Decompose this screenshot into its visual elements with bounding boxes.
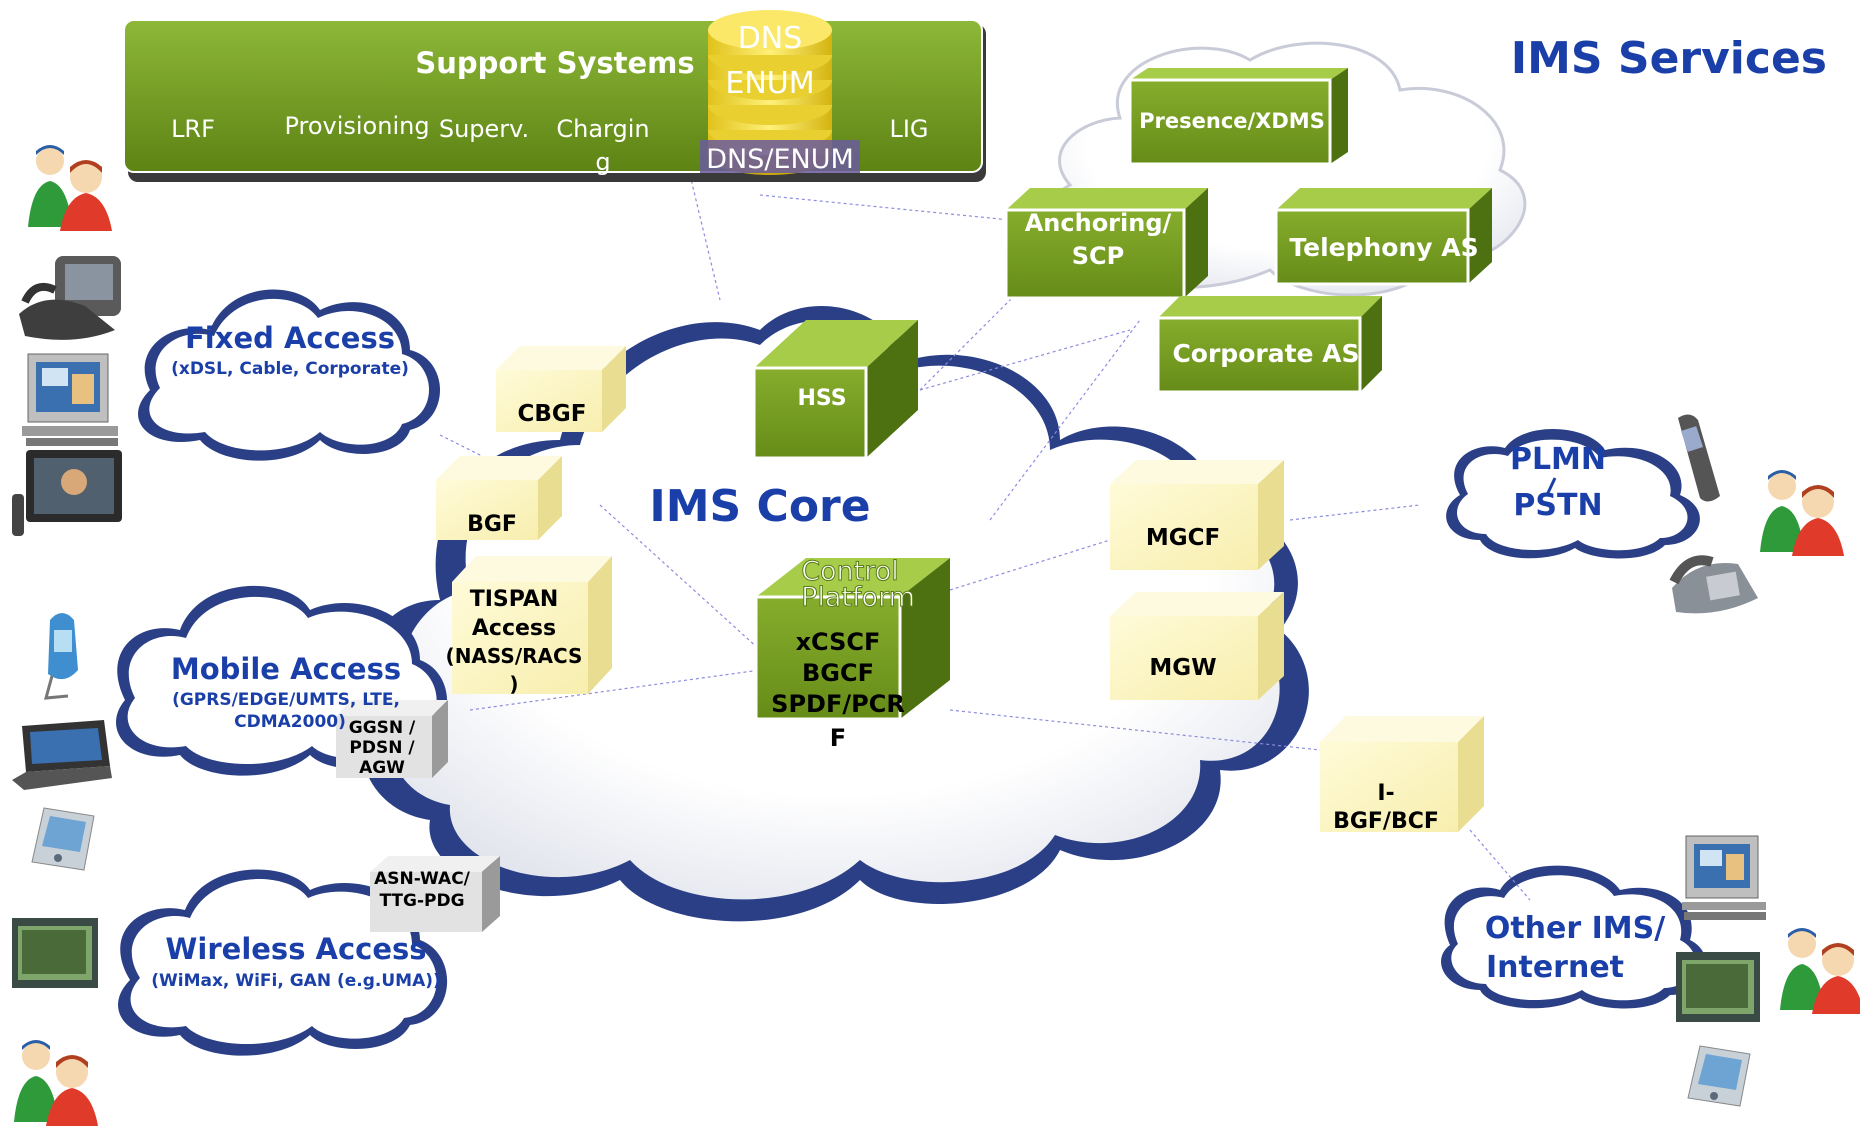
tispan-label-3: (NASS/RACS xyxy=(446,644,583,668)
tv-icon xyxy=(12,450,122,536)
link-hss-corporate xyxy=(919,329,1131,391)
tablet-icon-right xyxy=(1676,952,1760,1022)
tispan-box: TISPAN Access (NASS/RACS ) xyxy=(446,556,612,696)
support-item-lrf: LRF xyxy=(171,115,215,143)
pda-icon xyxy=(31,807,95,871)
other-ims-label-1: Other IMS/ xyxy=(1485,911,1665,946)
link-support-services xyxy=(759,194,1011,221)
ims-services-title: IMS Services xyxy=(1511,33,1827,84)
tispan-label-1: TISPAN xyxy=(470,587,559,612)
mgcf-label: MGCF xyxy=(1146,525,1220,551)
link-control-ibgf xyxy=(949,709,1321,751)
control-top-label-1: Control xyxy=(801,556,899,587)
fixed-access-title: Fixed Access xyxy=(185,321,395,355)
ggsn-label-1: GGSN / xyxy=(349,718,416,738)
ggsn-label-3: AGW xyxy=(359,758,405,778)
fixed-access-subtitle: (xDSL, Cable, Corporate) xyxy=(171,359,409,379)
users-icon-right xyxy=(1760,470,1844,556)
ibgf-label-2: BGF/BCF xyxy=(1333,809,1439,834)
laptop-icon xyxy=(12,720,112,790)
mobile-phone-icon xyxy=(43,613,78,700)
db-caption: DNS/ENUM xyxy=(706,144,854,175)
service-label-presence: Presence/XDMS xyxy=(1139,109,1325,133)
mgcf-box: MGCF xyxy=(1110,460,1284,570)
service-label-corporate: Corporate AS xyxy=(1172,339,1359,368)
service-label-scp: SCP xyxy=(1072,242,1125,270)
hss-box: HSS xyxy=(752,320,918,460)
asn-label-1: ASN-WAC/ xyxy=(374,869,471,889)
i-bgf-box: I- BGF/BCF xyxy=(1320,716,1484,834)
cbgf-box: CBGF xyxy=(496,346,626,432)
bgf-box: BGF xyxy=(436,456,562,540)
asn-label-2: TTG-PDG xyxy=(379,891,464,911)
users-icon xyxy=(28,145,112,231)
cbgf-label: CBGF xyxy=(518,401,587,427)
asn-box: ASN-WAC/ TTG-PDG xyxy=(370,856,500,932)
wireless-access-cloud xyxy=(118,869,448,1056)
users-icon-bottom-left xyxy=(14,1040,98,1126)
control-label-spdf: SPDF/PCR xyxy=(771,690,905,718)
users-icon-right-bottom xyxy=(1780,928,1860,1014)
plmn-label: PLMN xyxy=(1510,442,1606,477)
support-item-charging-wrap: g xyxy=(595,148,610,176)
bgf-label: BGF xyxy=(467,512,517,537)
service-box-anchoring: Anchoring/ SCP xyxy=(1004,188,1208,300)
support-item-charging: Chargin xyxy=(556,115,649,143)
support-item-supervision: Superv. xyxy=(439,115,529,143)
pc-icon xyxy=(22,353,118,446)
other-ims-label-2: Internet xyxy=(1486,950,1624,985)
hss-label: HSS xyxy=(797,386,846,411)
link-support-core xyxy=(689,174,721,301)
pda-icon-right xyxy=(1687,1045,1751,1107)
mobile-access-subtitle-2: CDMA2000) xyxy=(234,712,346,732)
ggsn-box: GGSN / PDSN / AGW xyxy=(336,700,448,778)
control-label-spdf-wrap: F xyxy=(830,724,846,752)
tispan-label-4: ) xyxy=(509,672,518,696)
desk-phone-icon xyxy=(1669,555,1758,614)
pc-icon-right xyxy=(1682,835,1766,920)
service-label-anchoring: Anchoring/ xyxy=(1025,209,1172,237)
mgw-box: MGW xyxy=(1110,592,1284,700)
pstn-label: PSTN xyxy=(1513,488,1602,523)
mobile-access-title: Mobile Access xyxy=(171,652,401,686)
db-label-dns: DNS xyxy=(738,21,803,56)
control-platform-box: Control Platform xCSCF BGCF SPDF/PCR F xyxy=(754,556,950,752)
wireless-access-title: Wireless Access xyxy=(165,932,426,966)
link-mgcf-plmn xyxy=(1289,504,1421,521)
plmn-pstn-separator xyxy=(1545,477,1557,496)
link-mobile-control xyxy=(469,669,761,711)
ggsn-label-2: PDSN / xyxy=(349,738,415,758)
service-label-telephony: Telephony AS xyxy=(1289,233,1478,262)
mobile-phone-icon-right xyxy=(1678,414,1720,502)
control-label-bgcf: BGCF xyxy=(802,659,874,687)
support-systems-title: Support Systems xyxy=(415,46,694,80)
other-ims-internet-cloud xyxy=(1441,865,1707,1009)
link-control-mgcf xyxy=(949,539,1111,591)
service-box-telephony: Telephony AS xyxy=(1274,188,1492,286)
wireless-access-subtitle: (WiMax, WiFi, GAN (e.g.UMA)) xyxy=(151,971,441,991)
ibgf-label-1: I- xyxy=(1377,781,1394,806)
videophone-icon xyxy=(19,256,121,340)
plmn-pstn-cloud xyxy=(1446,429,1700,559)
service-box-presence: Presence/XDMS xyxy=(1128,68,1348,166)
tispan-label-2: Access xyxy=(472,616,556,641)
dns-enum-database: DNS ENUM DNS/ENUM xyxy=(700,10,860,175)
fixed-access-cloud xyxy=(138,289,440,461)
db-label-enum: ENUM xyxy=(725,66,814,101)
support-item-lig: LIG xyxy=(889,115,928,143)
mgw-label: MGW xyxy=(1149,655,1216,681)
tablet-icon xyxy=(12,918,98,988)
service-box-corporate: Corporate AS xyxy=(1156,296,1382,394)
control-top-label-2: Platform xyxy=(801,582,915,613)
mobile-access-subtitle-1: (GPRS/EDGE/UMTS, LTE, xyxy=(172,690,400,710)
ims-core-label: IMS Core xyxy=(649,481,870,532)
support-item-provisioning: Provisioning xyxy=(284,112,429,140)
control-label-xcscf: xCSCF xyxy=(796,628,881,656)
